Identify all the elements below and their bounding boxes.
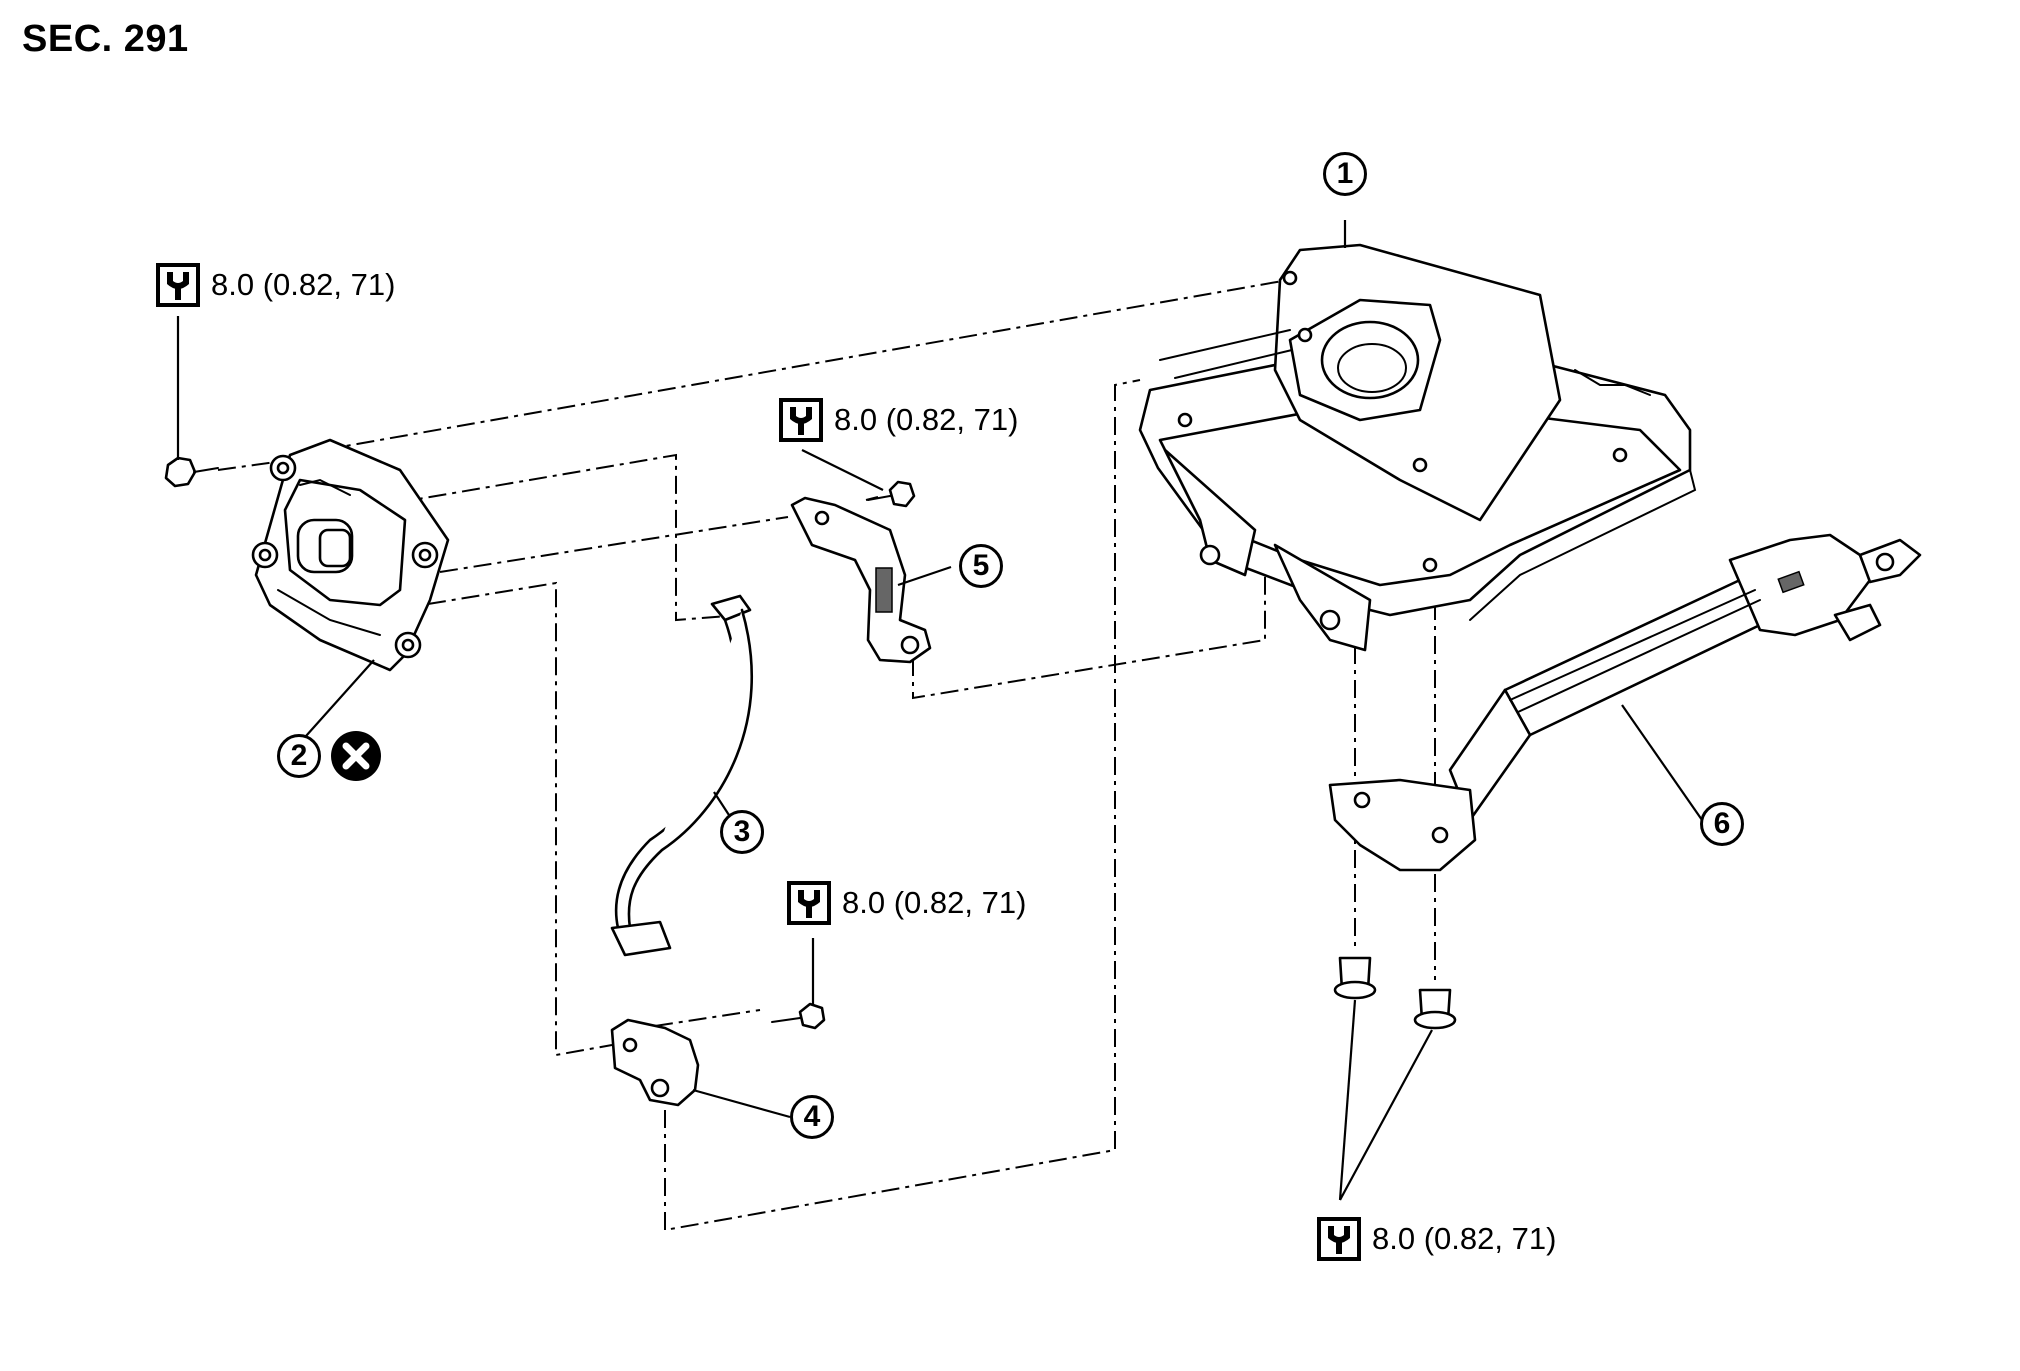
callout-5: 5 (959, 544, 1003, 588)
torque-spec-part-4-bolt: 8.0 (0.82, 71) (786, 880, 1026, 926)
callout-2: 2 (277, 734, 321, 778)
part-6-cable-harness (1328, 533, 1922, 872)
torque-value: 8.0 (0.82, 71) (842, 885, 1027, 920)
torque-spec-part-5-bolt: 8.0 (0.82, 71) (778, 397, 1018, 443)
part-5-bracket (790, 496, 932, 664)
part-4-clamp (610, 1018, 700, 1107)
part-3-harness-wire (610, 594, 754, 957)
torque-wrench-icon (156, 263, 200, 307)
bolt-part-2 (164, 456, 219, 488)
bolts-part-6 (1333, 956, 1457, 1030)
torque-value: 8.0 (0.82, 71) (834, 402, 1019, 437)
bolt-part-4 (771, 1002, 826, 1030)
torque-wrench-icon (787, 881, 831, 925)
leader-lines (176, 220, 1703, 1201)
torque-wrench-icon (1317, 1217, 1361, 1261)
callout-3: 3 (720, 810, 764, 854)
torque-value: 8.0 (0.82, 71) (211, 267, 396, 302)
not-reusable-x-icon (331, 731, 381, 781)
bolt-part-5 (867, 480, 916, 508)
section-label: SEC. 291 (22, 18, 189, 60)
torque-spec-part-2-bolt: 8.0 (0.82, 71) (155, 262, 395, 308)
torque-value: 8.0 (0.82, 71) (1372, 1221, 1557, 1256)
callout-1: 1 (1323, 152, 1367, 196)
part-2-sensor-assembly (251, 438, 450, 672)
callout-4: 4 (790, 1095, 834, 1139)
part-1-mounting-bracket (1138, 243, 1697, 652)
torque-wrench-icon (779, 398, 823, 442)
torque-spec-part-6-bolts: 8.0 (0.82, 71) (1316, 1216, 1556, 1262)
callout-6: 6 (1700, 802, 1744, 846)
